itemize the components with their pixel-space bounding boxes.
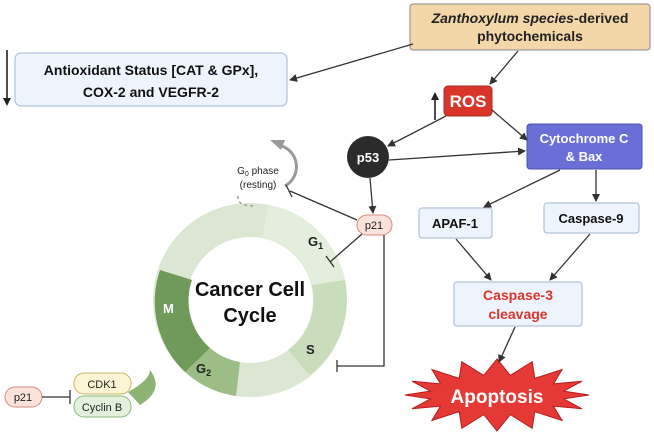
antioxidant-node: Antioxidant Status [CAT & GPx], COX-2 an…: [14, 52, 288, 107]
arrow-source-to-antioxidant: [289, 43, 414, 82]
phase-m-label: M: [163, 301, 174, 316]
source-title-line1: Zanthoxylum species-derived: [431, 10, 629, 26]
cycle-swoosh: [128, 370, 156, 405]
p53-node: p53: [347, 136, 389, 178]
cytochrome-line1: Cytochrome C: [540, 131, 629, 146]
caspase9-label: Caspase-9: [558, 211, 623, 226]
cdk1-label: CDK1: [87, 379, 116, 391]
p53-label: p53: [357, 150, 379, 165]
caspase3-line1: Caspase-3: [483, 287, 553, 303]
source-node: Zanthoxylum species-derived phytochemica…: [409, 3, 651, 51]
g0-dashed-arc: [237, 195, 257, 207]
g0-loop-arc: [277, 143, 298, 188]
cdk1-node: CDK1: [73, 372, 132, 395]
cyclin-b-label: Cyclin B: [82, 402, 122, 414]
arrow-ros-to-p53: [387, 115, 447, 147]
caspase9-node: Caspase-9: [543, 202, 640, 234]
caspase3-line2: cleavage: [488, 306, 547, 322]
g0-line1: G0 phase: [237, 166, 279, 178]
decrease-arrow-icon: [3, 50, 11, 106]
arrow-cytochrome-to-apaf1: [483, 169, 561, 208]
p21-upper-label: p21: [365, 220, 383, 232]
arrow-ros-to-cytochrome: [491, 109, 528, 141]
apoptosis-label: Apoptosis: [451, 387, 544, 408]
inhibit-p21-to-g1: [329, 233, 363, 263]
inhibit-p21-to-g0: [289, 190, 358, 221]
g0-arrow-icon: [270, 140, 285, 150]
phase-g1-label: G1: [308, 234, 323, 251]
g0-phase: G0 phase (resting): [237, 140, 298, 207]
cytochrome-line2: & Bax: [566, 149, 604, 164]
arrow-p53-to-p21: [368, 177, 377, 214]
antioxidant-line1: Antioxidant Status [CAT & GPx],: [44, 62, 258, 78]
p21-lower-label: p21: [14, 392, 32, 404]
inhibit-p21-to-s: [337, 235, 385, 367]
apaf1-label: APAF-1: [432, 216, 478, 231]
cyclin-b-node: Cyclin B: [73, 395, 132, 418]
phase-g2-label: G2: [196, 361, 211, 378]
p21-upper-node: p21: [356, 214, 393, 236]
cytochrome-node: Cytochrome C & Bax: [526, 123, 643, 170]
antioxidant-line2: COX-2 and VEGFR-2: [83, 84, 219, 100]
cycle-segment-m: [154, 270, 210, 372]
increase-arrow-icon: [431, 92, 439, 120]
caspase3-node: Caspase-3 cleavage: [453, 281, 583, 327]
apoptosis-burst-shape: [404, 358, 590, 432]
ros-node: ROS: [443, 85, 493, 117]
cycle-segment-g1: [262, 205, 345, 285]
inhibit-g0-bar: [285, 184, 293, 198]
arrow-source-to-ros: [489, 50, 519, 85]
cycle-title-line1: Cancer Cell: [195, 279, 305, 301]
arrow-caspase9-to-caspase3: [549, 233, 591, 281]
cycle-segment-s: [288, 280, 347, 375]
ros-label: ROS: [450, 92, 487, 111]
g0-line2: (resting): [240, 180, 277, 191]
cycle-title-line2: Cycle: [223, 305, 276, 327]
apaf1-node: APAF-1: [418, 207, 493, 239]
inhibit-g1-bar: [325, 255, 335, 268]
connectors: [289, 43, 600, 363]
arrow-apaf1-to-caspase3: [455, 238, 492, 281]
p21-lower-node: p21: [4, 386, 43, 408]
inhibitors: [42, 184, 385, 404]
cycle-segment-g2: [185, 348, 240, 396]
cell-cycle: Cancer Cell Cycle G1 S G2 M: [128, 203, 347, 405]
arrow-p53-to-cytochrome: [388, 147, 526, 161]
apoptosis-node: Apoptosis: [404, 358, 590, 432]
arrow-caspase3-to-apoptosis: [498, 326, 516, 363]
source-title-line2: phytochemicals: [477, 28, 583, 44]
phase-s-label: S: [306, 342, 315, 357]
